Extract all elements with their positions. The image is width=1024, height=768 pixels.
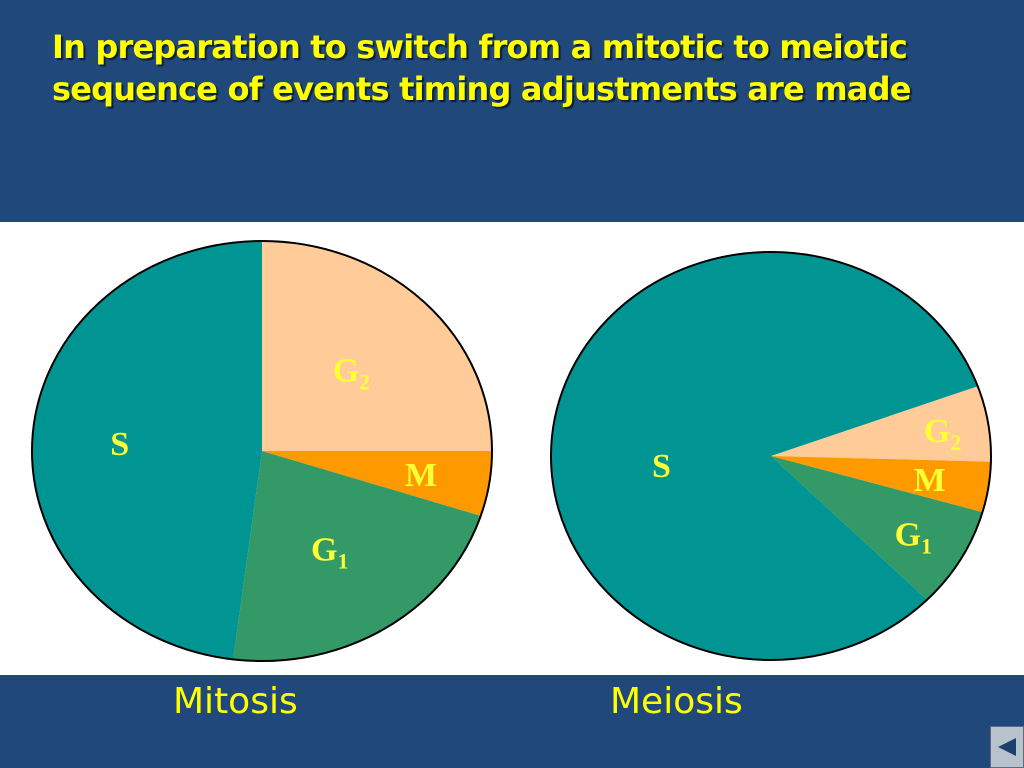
meiosis-label-g2: G2 [924, 413, 961, 455]
mitosis-pie-outline [31, 240, 493, 662]
meiosis-slice-g1 [771, 456, 983, 600]
back-arrow-icon [998, 738, 1016, 756]
slide-title-line-1: In preparation to switch from a mitotic … [52, 28, 908, 66]
meiosis-label-s: S [652, 448, 671, 485]
caption-band [0, 675, 1024, 768]
mitosis-label-m: M [405, 457, 437, 494]
slide-title-line-2: sequence of events timing adjustments ar… [52, 70, 911, 108]
mitosis-slice-m [262, 451, 492, 516]
slide-title: In preparation to switch from a mitotic … [52, 26, 1012, 110]
title-band [0, 0, 1024, 222]
meiosis-label-m: M [914, 462, 946, 499]
meiosis-pie-outline [550, 251, 992, 661]
meiosis-caption: Meiosis [610, 681, 743, 722]
meiosis-slice-m [771, 456, 991, 513]
back-button[interactable] [990, 726, 1024, 768]
mitosis-slice-s [31, 241, 263, 660]
mitosis-slice-g1 [233, 451, 481, 661]
mitosis-slice-g2 [262, 241, 492, 451]
meiosis-slice-s [550, 252, 978, 661]
mitosis-label-s: S [110, 426, 129, 463]
meiosis-slice-g2 [771, 386, 991, 462]
mitosis-caption: Mitosis [173, 681, 298, 722]
